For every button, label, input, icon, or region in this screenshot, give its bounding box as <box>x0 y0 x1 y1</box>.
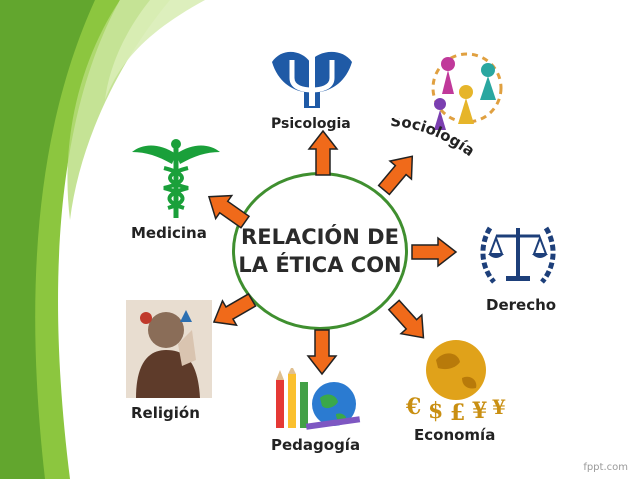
people-circle-icon <box>431 52 503 130</box>
central-circle: RELACIÓN DE LA ÉTICA CON <box>232 172 408 330</box>
gold-globe-currency-icon: € $ £ ¥ ¥ <box>405 340 506 424</box>
arrow-psicologia <box>308 130 338 176</box>
svg-text:$: $ <box>428 398 443 424</box>
svg-text:Sociología: Sociología <box>390 118 478 160</box>
label-pedagogia: Pedagogía <box>271 436 361 454</box>
svg-text:¥: ¥ <box>492 395 506 419</box>
psi-icon <box>272 50 352 108</box>
label-economia: Economía <box>414 426 496 444</box>
praying-figure-icon <box>126 300 212 398</box>
label-derecho: Derecho <box>486 296 557 314</box>
pencils-globe-icon <box>276 368 361 430</box>
center-title-line2: LA ÉTICA CON <box>238 253 402 277</box>
arrow-religion <box>206 287 260 335</box>
svg-text:¥: ¥ <box>472 398 487 424</box>
arrow-derecho <box>411 237 457 267</box>
label-sociologia: Sociología <box>390 118 478 160</box>
label-medicina: Medicina <box>131 224 207 242</box>
label-religion: Religión <box>131 404 200 422</box>
center-title-line1: RELACIÓN DE <box>241 225 399 249</box>
scales-icon <box>480 226 556 284</box>
svg-text:€: € <box>405 394 421 420</box>
label-psicologia: Psicologia <box>271 116 351 132</box>
label-sociologia-arc: Sociología <box>390 118 478 160</box>
svg-text:£: £ <box>450 400 465 424</box>
caduceus-icon <box>132 139 220 218</box>
watermark: fppt.com <box>583 462 628 473</box>
